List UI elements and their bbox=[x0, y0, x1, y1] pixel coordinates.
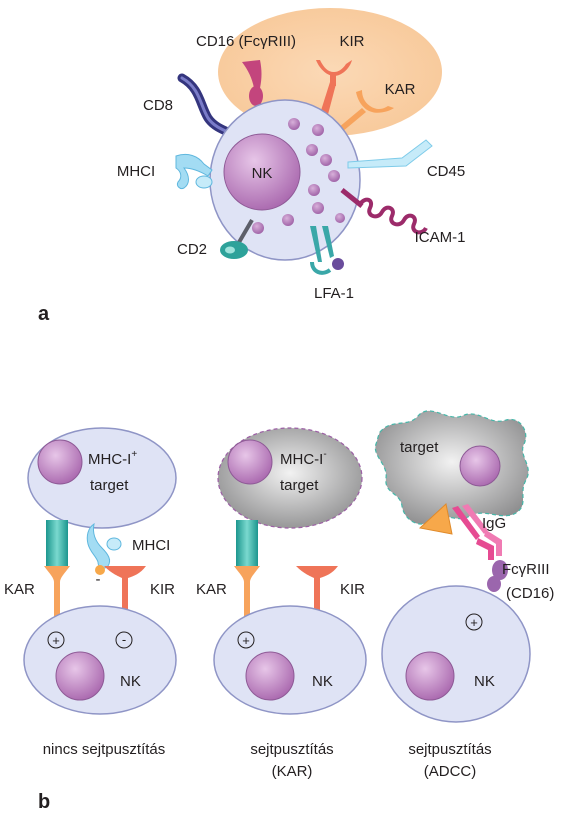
kir-label-1: KIR bbox=[150, 581, 175, 598]
kar-ligand-2 bbox=[236, 520, 258, 566]
cd8-label: CD8 bbox=[143, 97, 173, 114]
kar-ligand-1 bbox=[46, 520, 68, 566]
kar-label-2: KAR bbox=[196, 581, 227, 598]
plus-circle-2 bbox=[237, 631, 255, 649]
kir-receptor-1 bbox=[104, 566, 146, 618]
nk-nucleus bbox=[223, 133, 301, 211]
panel-b: MHC-I+ target MHCI - KAR KIR NK + - bbox=[4, 410, 554, 813]
nk-cell-3 bbox=[381, 585, 531, 723]
panel-a: NK bbox=[38, 8, 465, 325]
nk-label-1: NK bbox=[120, 673, 141, 690]
nk-label-2: NK bbox=[312, 673, 333, 690]
minus-label: - bbox=[96, 571, 101, 588]
kar-label-a: KAR bbox=[385, 81, 416, 98]
mhci-molecule bbox=[175, 153, 213, 189]
target1-sup: + bbox=[131, 449, 137, 460]
panel-b-letter: b bbox=[38, 791, 50, 813]
plus-sign-1: + bbox=[52, 633, 60, 648]
plus-circle-1 bbox=[47, 631, 65, 649]
caption-3-line1: sejtpusztítás bbox=[408, 741, 491, 758]
mhci-label-b: MHCI bbox=[132, 537, 170, 554]
nk-cell-1 bbox=[23, 605, 177, 715]
target1-mhc-label: MHC-I bbox=[88, 451, 131, 468]
antigen-triangle bbox=[418, 503, 453, 535]
nk-cell-label: NK bbox=[252, 165, 273, 182]
cd16-label: CD16 (FcγRIII) bbox=[196, 33, 296, 50]
target2-label: target bbox=[280, 477, 319, 494]
lfa1-label: LFA-1 bbox=[314, 285, 354, 302]
caption-3-line2: (ADCC) bbox=[424, 763, 477, 780]
cd2-label: CD2 bbox=[177, 241, 207, 258]
minus-sign-1: - bbox=[122, 632, 126, 647]
fc-label-line1: FcγRIII bbox=[502, 561, 550, 578]
cd45-label: CD45 bbox=[427, 163, 465, 180]
kar-receptor-2 bbox=[234, 566, 260, 620]
mhci-label-a: MHCI bbox=[117, 163, 155, 180]
icam1-label: ICAM-1 bbox=[415, 229, 466, 246]
svg-text:MHC-I-: MHC-I- bbox=[280, 449, 327, 468]
scenario-1: MHC-I+ target MHCI - KAR KIR NK + - bbox=[4, 427, 177, 758]
caption-2-line1: sejtpusztítás bbox=[250, 741, 333, 758]
kar-receptor-1 bbox=[44, 566, 70, 620]
target2-sup: - bbox=[323, 449, 326, 460]
svg-text:MHC-I+: MHC-I+ bbox=[88, 449, 137, 468]
minus-circle-1 bbox=[115, 631, 133, 649]
target3-label: target bbox=[400, 439, 439, 456]
mhci-molecule-b bbox=[86, 522, 122, 575]
nk-cell-2 bbox=[213, 605, 367, 715]
cd45-receptor bbox=[347, 139, 433, 169]
panel-a-letter: a bbox=[38, 303, 50, 325]
target2-mhc-label: MHC-I bbox=[280, 451, 323, 468]
fc-label-line2: (CD16) bbox=[506, 585, 554, 602]
caption-1: nincs sejtpusztítás bbox=[43, 741, 166, 758]
plus-sign-3: + bbox=[470, 615, 478, 630]
kar-label-1: KAR bbox=[4, 581, 35, 598]
scenario-3: target IgG FcγRIII (CD16) NK + bbox=[374, 410, 554, 780]
fc-gamma-riii-receptor bbox=[487, 560, 508, 592]
cd2-receptor bbox=[220, 218, 254, 259]
kir-label-a: KIR bbox=[339, 33, 364, 50]
plus-sign-2: + bbox=[242, 633, 250, 648]
antibody-target-cell bbox=[374, 410, 529, 525]
kar-receptor bbox=[338, 90, 394, 132]
nk-label-3: NK bbox=[474, 673, 495, 690]
igg-antibody bbox=[452, 504, 502, 560]
igg-label: IgG bbox=[482, 515, 506, 532]
scenario-2: MHC-I- target KAR KIR NK + sejtpusztítás… bbox=[196, 427, 367, 780]
caption-2-line2: (KAR) bbox=[272, 763, 313, 780]
granules bbox=[252, 118, 345, 234]
target1-label: target bbox=[90, 477, 129, 494]
plus-circle-3 bbox=[465, 613, 483, 631]
icam1-molecule bbox=[340, 188, 428, 235]
kir-label-2: KIR bbox=[340, 581, 365, 598]
kir-receptor-2 bbox=[296, 566, 338, 618]
lfa1-receptor bbox=[310, 226, 344, 275]
